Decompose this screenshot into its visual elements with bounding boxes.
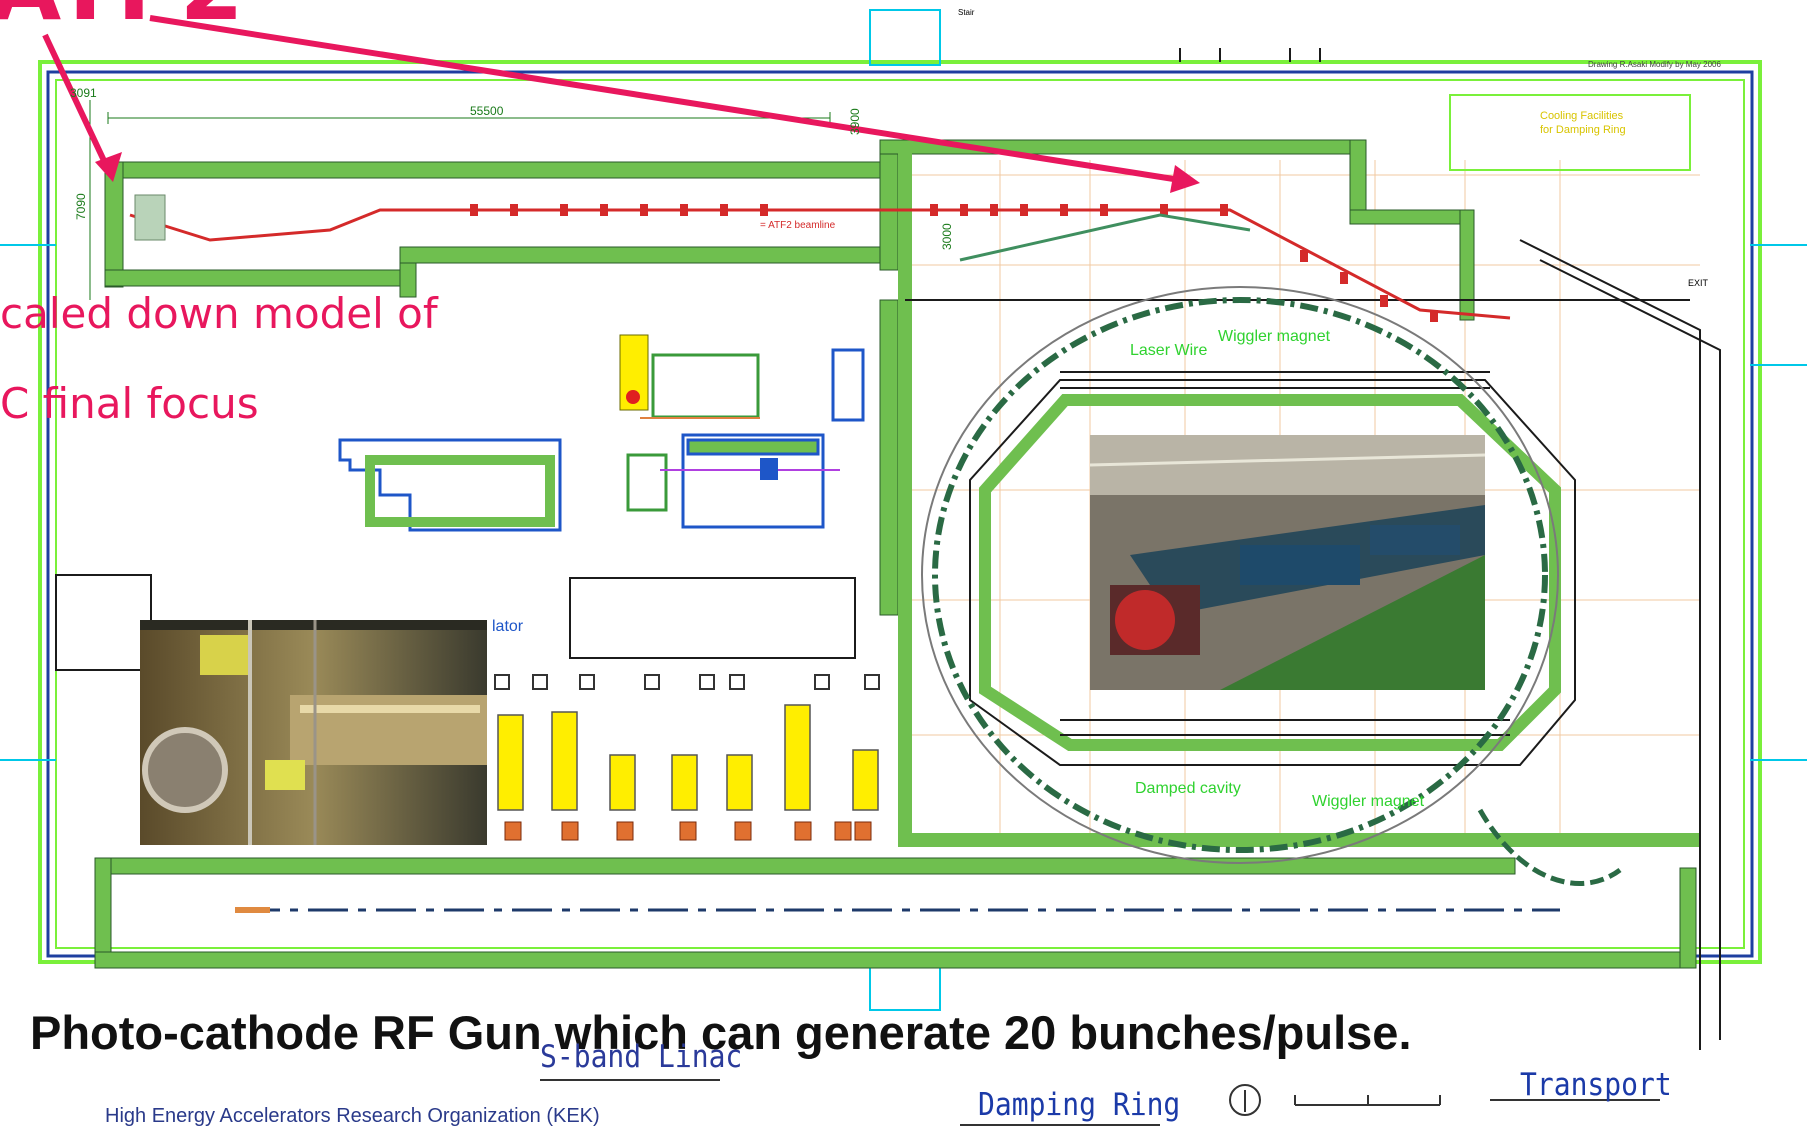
linac-tunnel-walls: [94, 299, 1697, 969]
linac-fragment-label: lator: [492, 618, 524, 635]
damping-ring-photo: [1090, 435, 1485, 690]
damping-ring-beamline: [921, 286, 1622, 886]
caption: Photo-cathode RF Gun which can generate …: [30, 1006, 1412, 1059]
drawing-credit: Drawing R.Asaki Modify by May 2006: [1588, 60, 1721, 69]
dim-left-height: 7090: [74, 193, 88, 220]
ring-outer-walls: [898, 145, 1700, 847]
dim-top-width: 55500: [470, 104, 504, 118]
laser-paths: [640, 417, 840, 480]
laser-room: [338, 348, 865, 532]
dim-mid-1: 3000: [940, 223, 954, 250]
annotation-arrows: [42, 15, 1200, 193]
cooling-label-2: for Damping Ring: [1540, 124, 1626, 136]
section-damping-ring-label: Damping Ring: [978, 1086, 1181, 1123]
grid-ticks: [0, 244, 1807, 761]
damping-ring-walls: [979, 394, 1561, 751]
atf2-magnets: [470, 204, 1438, 322]
modulator-boxes: [494, 674, 880, 690]
stair-label: Stair: [958, 8, 975, 17]
dim-left-offset: 3091: [70, 86, 97, 100]
annotation-line-1: caled down model of: [0, 289, 438, 338]
section-transport-label: Transport: [1520, 1066, 1672, 1103]
klystron-units: [497, 704, 879, 811]
wiggler-bottom-label: Wiggler magnet: [1312, 793, 1425, 810]
north-arrow-icon: [1229, 1084, 1261, 1116]
wiggler-top-label: Wiggler magnet: [1218, 328, 1331, 345]
accelerator-sections: [504, 821, 872, 841]
scale-bar: [1294, 1095, 1441, 1106]
rf-gun-photo: [140, 620, 487, 845]
annotation-line-2: C final focus: [0, 379, 259, 428]
extraction-green-line: [959, 213, 1251, 262]
organization-label: High Energy Accelerators Research Organi…: [105, 1105, 600, 1127]
damped-cavity-label: Damped cavity: [1135, 780, 1241, 797]
dim-mid-2: 3900: [848, 108, 862, 135]
section-linac-label: S-band Linac: [540, 1038, 743, 1075]
beamline-label: = ATF2 beamline: [760, 220, 836, 231]
atf2-tunnel-walls: [104, 139, 1475, 321]
header-fragment: ATF2: [0, 0, 244, 34]
cooling-label: Cooling Facilities: [1540, 110, 1624, 122]
laser-wire-label: Laser Wire: [1130, 342, 1208, 359]
exit-label: EXIT: [1688, 278, 1709, 288]
atf2-end-dump: [134, 194, 166, 241]
photo-placeholder: [1090, 435, 1485, 690]
photo-placeholder: [140, 620, 487, 845]
